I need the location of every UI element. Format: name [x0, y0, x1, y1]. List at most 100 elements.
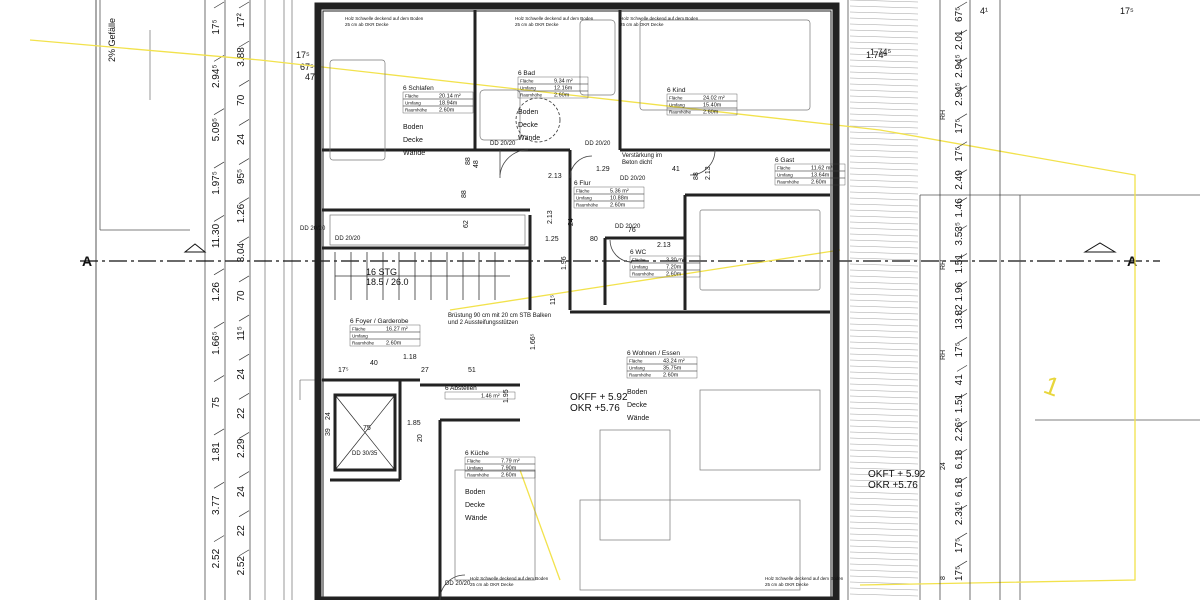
room-attr-value: 11.62 m²: [811, 166, 832, 172]
dimension-label: 1.74⁵: [870, 47, 892, 57]
dimension-note: RH: [940, 260, 947, 270]
dimension-tick: [213, 535, 225, 542]
lintel-tag: DD 20/20: [585, 141, 611, 147]
elevator-shaft: [333, 393, 397, 472]
dimension-label: 24: [236, 486, 247, 498]
finish-label: Boden: [465, 489, 485, 496]
section-line: [80, 242, 1160, 262]
highlight-outline: [29, 39, 1136, 586]
dimension-label: 40: [370, 360, 378, 367]
dimension-label: 2.31⁵: [954, 502, 965, 526]
dimension-label: 17⁵: [338, 367, 349, 374]
dimension-label: 17⁵: [296, 50, 310, 60]
dimension-tick: [956, 169, 968, 177]
room-attr-value: 12.16m: [554, 86, 573, 92]
finish-label: Wände: [465, 515, 487, 522]
dimension-tick: [956, 337, 968, 344]
dimension-label: 1.25: [545, 236, 559, 243]
room-attr-label: Fläche: [352, 327, 366, 332]
room-attr-value: 2.60m: [663, 373, 679, 379]
level-okff-main: OKFF + 5.92: [570, 392, 628, 403]
dimension-label: 2.13: [547, 210, 554, 224]
dimension-tick: [238, 549, 250, 557]
lintel-tag: DD 20/20: [335, 236, 361, 242]
ceiling-note-3: 25 cm ab OKR Decke: [620, 22, 664, 27]
dimension-label: 1.96: [561, 256, 568, 270]
dimension-label: 70: [236, 290, 247, 302]
room-attr-label: Umfang: [467, 466, 483, 471]
dimension-label: 1.85: [407, 420, 421, 427]
dimension-tick: [213, 268, 225, 276]
dimension-label: 88: [461, 190, 468, 198]
room-attr-label: Fläche: [669, 96, 683, 101]
dimension-label: 2.94⁵: [954, 82, 965, 106]
room-table-cell: [444, 391, 516, 400]
dimension-label: 2.49: [954, 170, 965, 190]
ceiling-note-5: 25 cm ab OKR Decke: [765, 582, 809, 587]
room-attr-value: 7.20m: [666, 265, 682, 271]
roof-hatch-right: [849, 0, 919, 597]
room-attr-value: 2.60m: [439, 108, 455, 114]
dimension-label: 3.04: [236, 242, 247, 262]
room-attr-label: Fläche: [520, 79, 534, 84]
room-table-cell: [626, 370, 698, 379]
room-attr-value: 2.60m: [554, 93, 570, 99]
dimension-label: 1.95: [503, 389, 510, 403]
dimension-tick: [956, 476, 968, 484]
room-attr-value: 2.60m: [610, 203, 626, 209]
dimension-label: 3.88: [236, 47, 247, 67]
room-attr-label: Fläche: [467, 459, 481, 464]
threshold-note-3: Holz Schwelle deckend auf dem Boden: [620, 16, 699, 21]
dimension-label: 24: [236, 133, 247, 145]
finish-label: Wände: [403, 150, 425, 157]
dimension-label: 17⁵: [954, 119, 965, 134]
dimension-label: 1.29: [596, 166, 610, 173]
dimension-label: 27: [421, 367, 429, 374]
room-table-cell: [666, 107, 738, 116]
lintel-note-2: Beton dicht: [622, 160, 652, 166]
dimension-label: 20: [417, 434, 424, 442]
dimension-tick: [238, 1, 250, 9]
threshold-note-5: Holz Schwelle deckend auf dem Boden: [765, 576, 844, 581]
dimension-label: 17⁵: [954, 342, 965, 357]
dimension-label: 22: [236, 525, 247, 537]
interior-walls: [322, 10, 830, 600]
finish-label: Decke: [465, 502, 485, 509]
dimension-tick: [213, 215, 225, 222]
dimension-label: 1.66⁵: [211, 331, 222, 355]
room-attr-label: Raumhöhe: [632, 272, 655, 277]
dimension-label: 1.51: [954, 393, 965, 413]
dimension-label: 47⁵: [305, 72, 319, 82]
room-attr-label: Raumhöhe: [629, 373, 652, 378]
dimension-tick: [238, 236, 250, 244]
dimension-label: 41: [672, 166, 680, 173]
stairs-label: 16 STG: [366, 267, 397, 277]
room-attr-value: 7.90m: [501, 466, 517, 472]
room-attr-label: Umfang: [352, 334, 368, 339]
room-attr-value: 20.14 m²: [439, 94, 461, 100]
room-attr-value: 18.94m: [439, 101, 458, 107]
dimension-tick: [956, 448, 968, 456]
dimension-label: 48: [473, 160, 480, 168]
dimension-label: 22: [236, 407, 247, 419]
room-table-cell: [629, 269, 701, 278]
dimension-tick: [956, 532, 968, 540]
dimension-label: 13.82: [954, 304, 965, 329]
dimension-tick: [956, 253, 968, 260]
dimension-tick: [238, 119, 250, 126]
dimension-label: 2.29: [236, 438, 247, 458]
ceiling-note-2: 25 cm ab OKR Decke: [515, 22, 559, 27]
dimension-note: 24: [940, 462, 947, 470]
room-name: 6 Gast: [775, 157, 794, 164]
building-walls: [314, 2, 840, 600]
dimension-label: 5.09⁵: [211, 118, 222, 142]
dimension-label: 17⁵: [1120, 6, 1134, 16]
room-attr-value: 10.88m: [610, 196, 629, 202]
room-attr-label: Umfang: [520, 86, 536, 91]
room-attr-value: 2.60m: [703, 110, 719, 116]
lintel-tag: DD 20/20: [620, 176, 646, 182]
